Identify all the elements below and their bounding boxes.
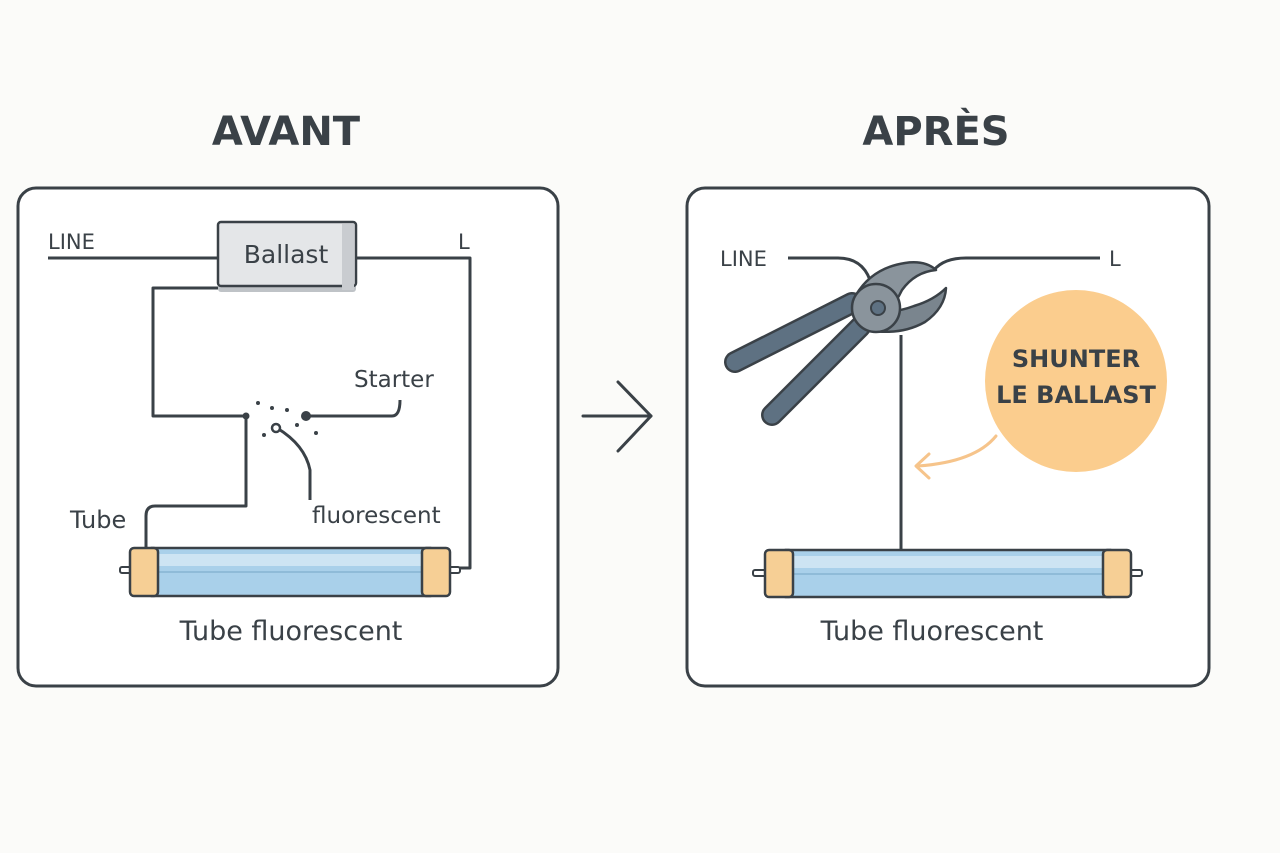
heading-after: APRÈS (862, 107, 1009, 155)
tube-caption-after: Tube fluorescent (820, 616, 1044, 647)
line-label-after: LINE (720, 247, 767, 271)
ballast-box: Ballast (216, 220, 358, 292)
starter-contact-lower (270, 422, 282, 434)
tube-label: Tube (69, 506, 126, 534)
starter-contacts (242, 401, 318, 437)
spark-dot (295, 423, 299, 427)
heading-before: AVANT (212, 109, 361, 155)
starter-label: Starter (354, 367, 434, 393)
wire-line-in (788, 256, 872, 281)
spark-dot (256, 401, 260, 405)
badge-line-2: LE BALLAST (996, 381, 1156, 409)
panel-before: Ballast LINE L Starter Tube fluorescent … (16, 186, 560, 688)
wire-starter-switch (276, 426, 312, 500)
pliers-handle-lower-fill (763, 318, 869, 424)
wire-to-l (932, 256, 1100, 272)
wire-ballast-to-starter (151, 286, 246, 418)
ballast-body (216, 220, 358, 288)
spark-dot (262, 433, 266, 437)
pointer-head (914, 452, 931, 480)
pliers-handle-upper-fill (726, 294, 861, 371)
line-label-before: LINE (48, 230, 95, 254)
spark-dot (270, 406, 274, 410)
spark-dot (285, 408, 289, 412)
ballast-label: Ballast (244, 240, 329, 269)
tube-caption-before: Tube fluorescent (179, 616, 403, 647)
wire-starter-to-tube (144, 416, 248, 548)
tube-highlight (158, 554, 424, 566)
ballast-edge (342, 224, 354, 290)
wiring-before (48, 256, 472, 570)
starter-contact-right (301, 411, 311, 421)
tube-cap-right (420, 546, 452, 598)
badge-line-1: SHUNTER (1012, 345, 1140, 373)
l-label-before: L (458, 230, 470, 254)
tube-highlight (792, 556, 1104, 568)
arrow-head (616, 380, 653, 453)
starter-contact-left (242, 412, 250, 420)
shunt-badge (985, 290, 1167, 472)
wiring-after (788, 256, 1100, 550)
badge-pointer-arrow-icon (914, 434, 998, 480)
pliers-icon (724, 261, 948, 426)
wire-ballast-to-l (356, 256, 472, 570)
spark-dot (314, 431, 318, 435)
fluorescent-label: fluorescent (312, 503, 441, 529)
panel-after: SHUNTER LE BALLAST (685, 186, 1211, 688)
tube-after (752, 548, 1143, 599)
tube-cap-left (128, 546, 160, 598)
pointer-curve (916, 434, 998, 468)
tube-cap-left (763, 548, 795, 599)
arrow-right-icon (581, 380, 653, 453)
tube-before (119, 546, 461, 598)
wire-starter-label-leader (307, 399, 402, 418)
l-label-after: L (1109, 247, 1121, 271)
tube-cap-right (1101, 548, 1133, 599)
pliers-pivot (870, 300, 886, 316)
